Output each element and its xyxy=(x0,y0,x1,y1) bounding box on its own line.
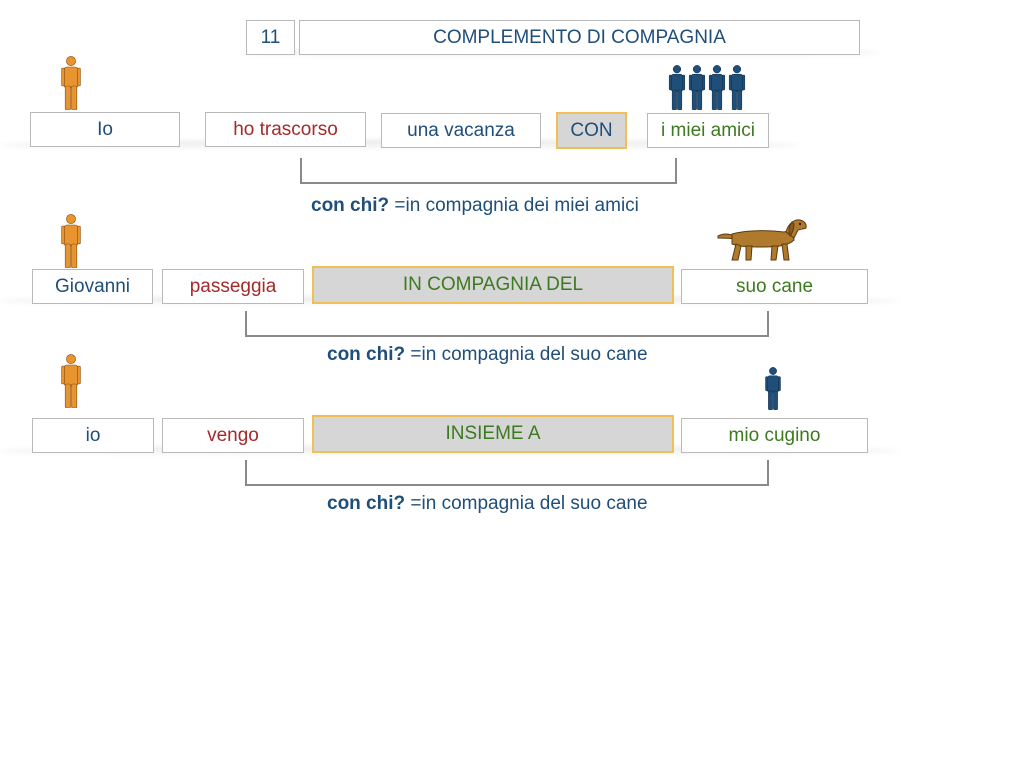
question-line: con chi? =in compagnia del suo cane xyxy=(327,344,648,366)
word-companion: suo cane xyxy=(681,269,868,304)
word-verb: passeggia xyxy=(162,269,304,304)
word-verb: ho trascorso xyxy=(205,112,366,147)
person-icon xyxy=(61,56,81,110)
word-subject: io xyxy=(32,418,154,453)
bracket xyxy=(300,158,677,184)
answer: =in compagnia del suo cane xyxy=(405,344,648,365)
group-of-people-icon xyxy=(668,65,748,110)
question-line: con chi? =in compagnia del suo cane xyxy=(327,493,648,515)
word-companion: mio cugino xyxy=(681,418,868,453)
word-verb: vengo xyxy=(162,418,304,453)
slide-number: 11 xyxy=(246,20,295,55)
bracket xyxy=(245,311,769,337)
person-icon xyxy=(61,354,81,408)
question: con chi? xyxy=(327,493,406,514)
word-preposition-highlight: IN COMPAGNIA DEL xyxy=(312,266,674,304)
word-companion: i miei amici xyxy=(647,113,769,148)
person-icon xyxy=(765,367,781,410)
page-title: COMPLEMENTO DI COMPAGNIA xyxy=(299,20,860,55)
dog-icon xyxy=(717,219,807,261)
word-preposition-highlight: INSIEME A xyxy=(312,415,674,453)
answer: =in compagnia del suo cane xyxy=(405,493,648,514)
word-subject: Io xyxy=(30,112,180,147)
word-subject: Giovanni xyxy=(32,269,153,304)
question: con chi? xyxy=(311,195,390,216)
bracket xyxy=(245,460,769,486)
question-line: con chi? =in compagnia dei miei amici xyxy=(311,195,639,217)
word-preposition-highlight: CON xyxy=(556,112,627,149)
answer: =in compagnia dei miei amici xyxy=(389,195,639,216)
word-object: una vacanza xyxy=(381,113,541,148)
person-icon xyxy=(61,214,81,268)
question: con chi? xyxy=(327,344,406,365)
